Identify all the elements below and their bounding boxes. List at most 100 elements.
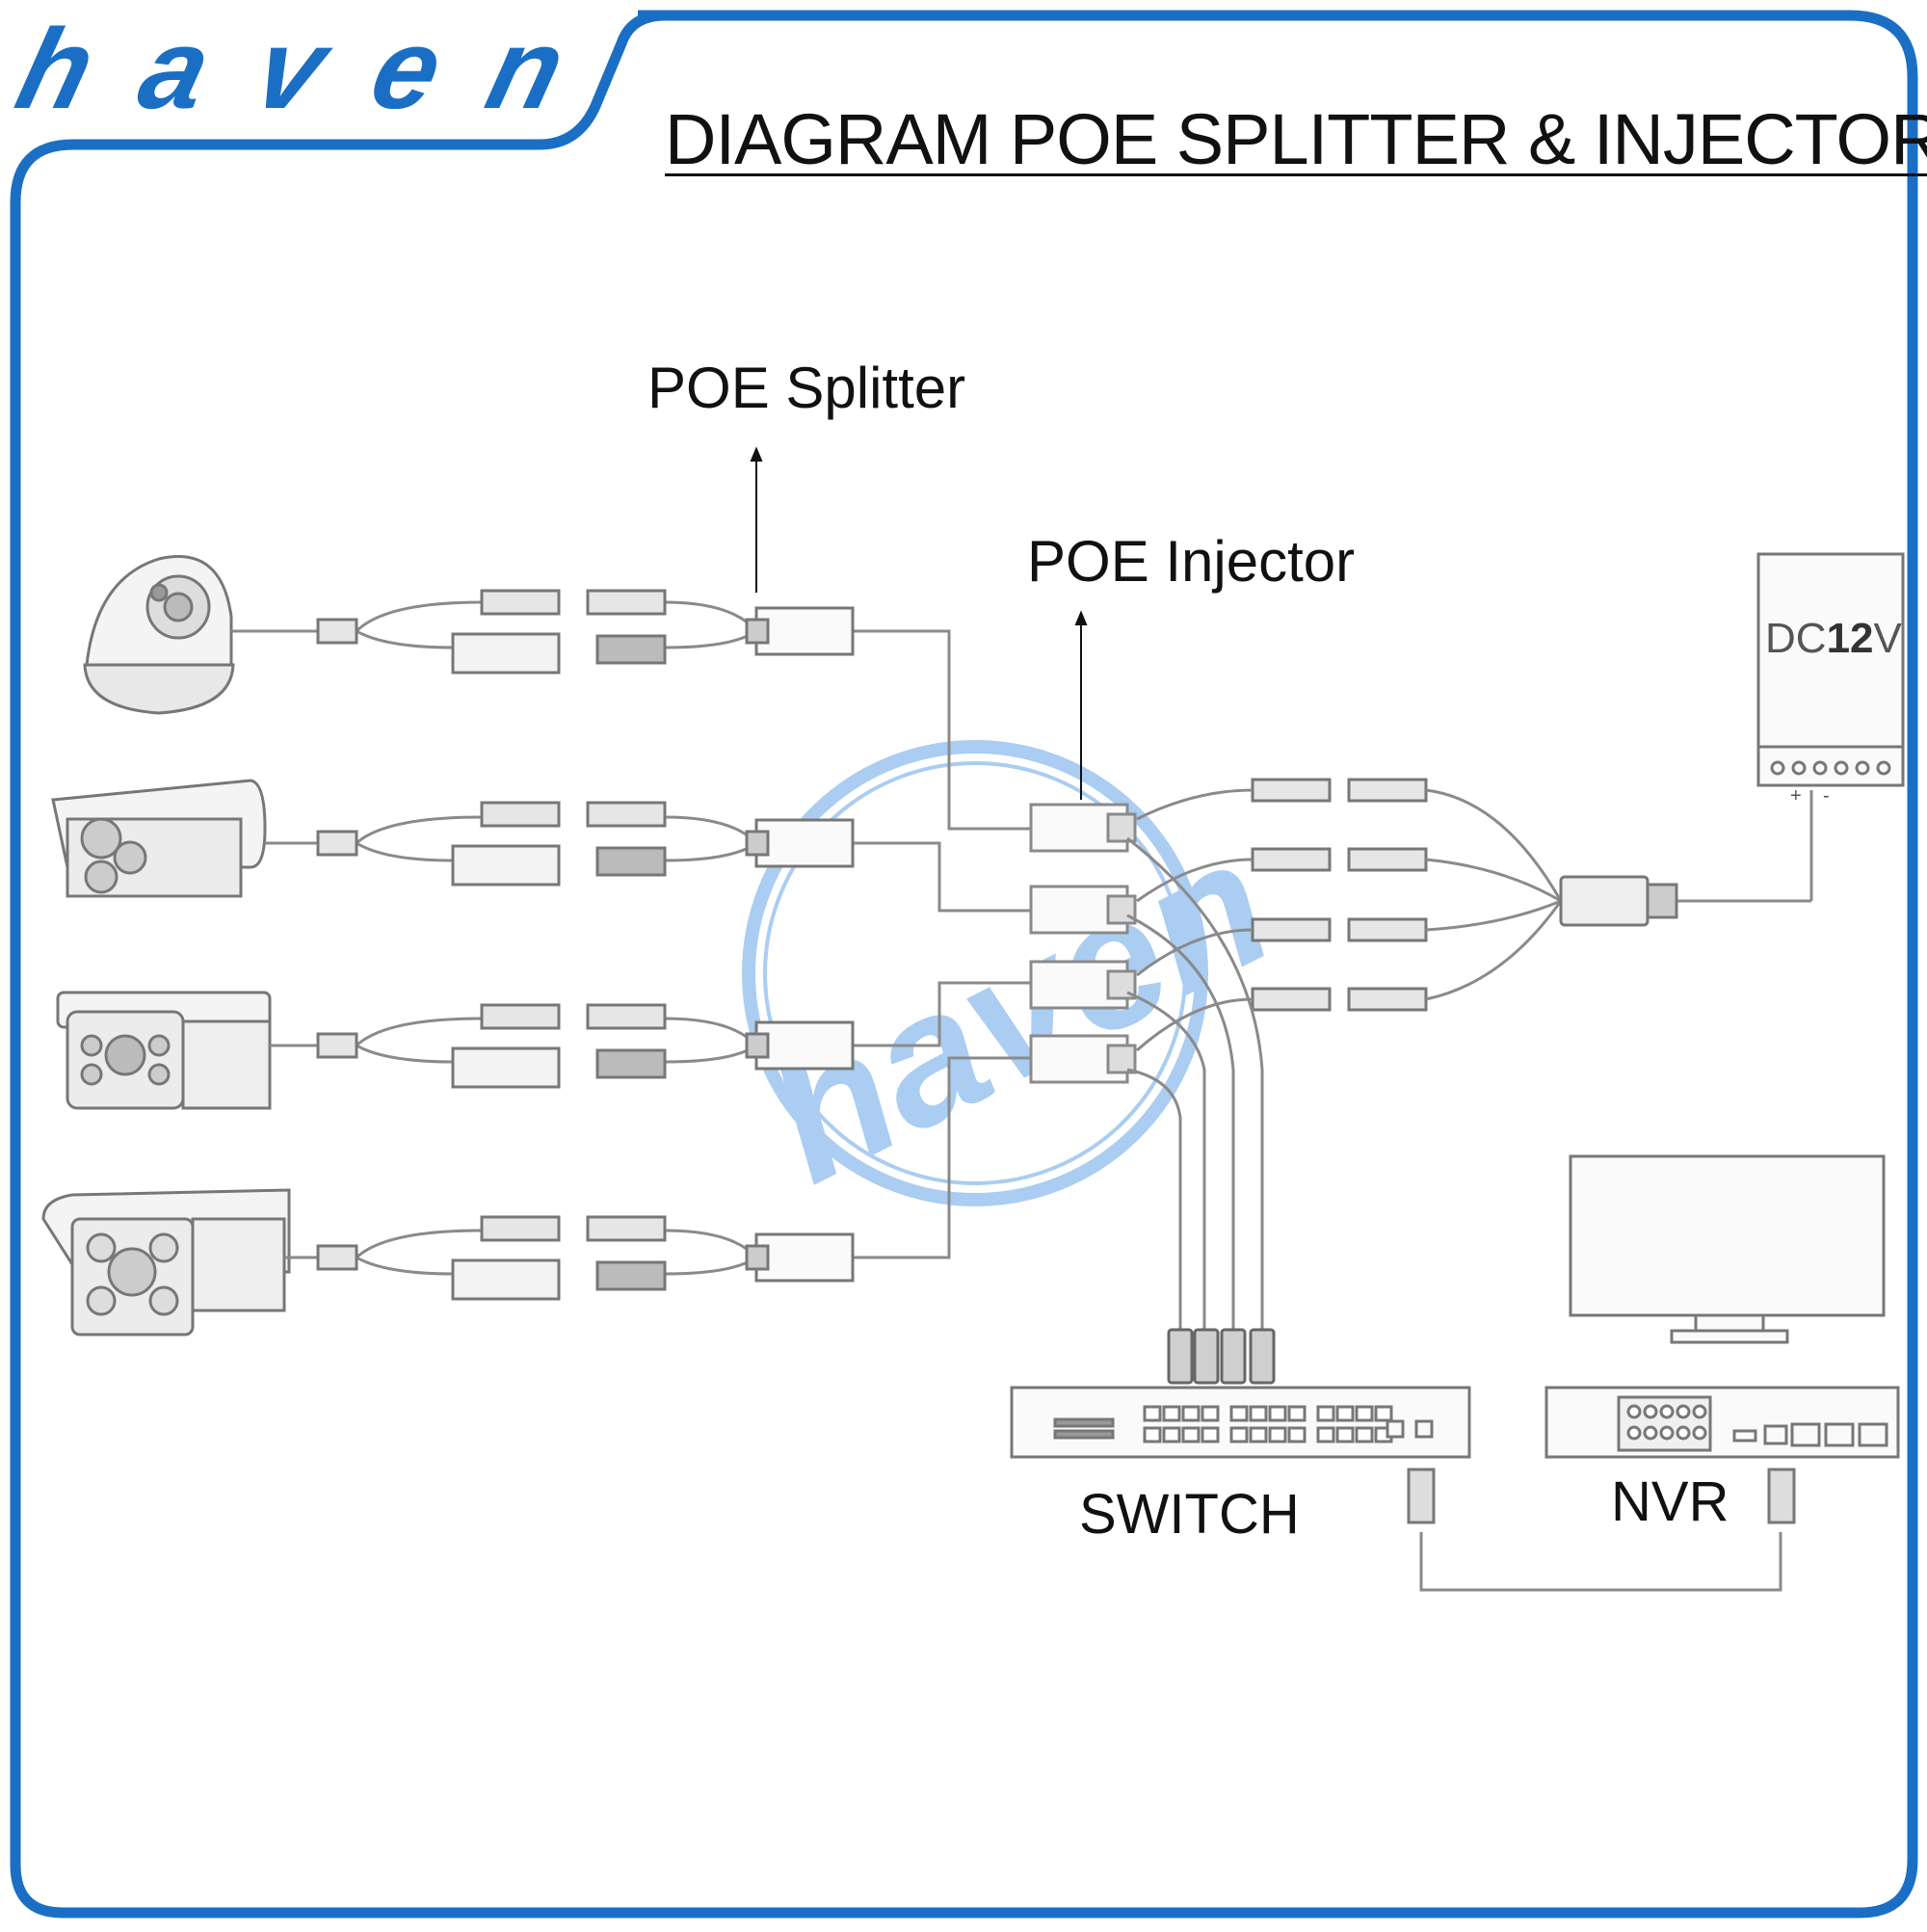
power-unit: V	[1873, 615, 1902, 662]
poe-splitter-label: POE Splitter	[647, 356, 966, 420]
dc-male-plug	[586, 1003, 667, 1030]
nvr-device	[1544, 1386, 1900, 1524]
switch-port	[1249, 1426, 1268, 1443]
haven-logo: haven	[6, 7, 577, 133]
rj45-male-plug	[595, 1260, 667, 1291]
power-minus-label: -	[1823, 785, 1830, 807]
camera-pigtail-plug	[316, 1244, 358, 1271]
poe-splitter-box	[754, 1020, 855, 1071]
dc-jack	[1251, 917, 1332, 942]
dc-jack	[1251, 778, 1332, 803]
poe-splitter-port	[745, 618, 770, 645]
poe-injector-label: POE Injector	[1027, 529, 1356, 594]
nvr-port	[1692, 1404, 1707, 1419]
camera-pigtail-plug	[316, 1032, 358, 1059]
poe-splitter-port	[745, 830, 770, 857]
dc-female-jack	[480, 1215, 561, 1242]
power-pigtail-2	[1251, 847, 1428, 872]
switch-port	[1374, 1405, 1393, 1422]
switch-port	[1335, 1426, 1355, 1443]
switch-port	[1181, 1405, 1201, 1422]
nvr-port	[1626, 1425, 1642, 1441]
switch-port	[1287, 1405, 1307, 1422]
connector-layer	[316, 589, 1428, 1301]
switch-port	[1162, 1405, 1181, 1422]
switch-port	[1229, 1426, 1249, 1443]
connector-row-4	[316, 1215, 855, 1301]
switch-port	[1162, 1426, 1181, 1443]
dc-plug	[1347, 847, 1428, 872]
switch-port	[1201, 1405, 1220, 1422]
connector-row-3	[316, 1003, 855, 1089]
power-supply-label: DC12V	[1765, 615, 1902, 663]
switch-port	[1229, 1405, 1249, 1422]
switch-port	[1335, 1405, 1355, 1422]
dome-camera	[83, 555, 235, 715]
switch-port	[1143, 1426, 1162, 1443]
poe-splitter-port	[745, 1032, 770, 1059]
housing-camera	[41, 1188, 291, 1337]
nvr-label: NVR	[1611, 1470, 1729, 1533]
rj45-female-jack	[451, 1258, 561, 1301]
switch-rj45-heads	[1167, 1328, 1276, 1385]
rj45-female-jack	[451, 632, 561, 675]
bullet-camera	[51, 779, 267, 898]
rj45-female-jack	[451, 1046, 561, 1089]
power-pigtail-1	[1251, 778, 1428, 803]
rj45-male-plug	[595, 846, 667, 877]
label-pointers	[750, 446, 1088, 800]
poe-splitter-box	[754, 606, 855, 656]
switch-port	[1249, 1405, 1268, 1422]
nvr-port	[1692, 1425, 1707, 1441]
switch-label: SWITCH	[1079, 1483, 1300, 1546]
power-value: 12	[1826, 615, 1874, 662]
nvr-port	[1643, 1404, 1658, 1419]
dc-male-plug	[586, 801, 667, 828]
blue-frame	[10, 10, 1918, 1919]
dc-female-jack	[480, 801, 561, 828]
power-pigtail-3	[1251, 917, 1428, 942]
switch-port	[1287, 1426, 1307, 1443]
dc-plug	[1347, 778, 1428, 803]
dc-plug	[1347, 917, 1428, 942]
dc-plug	[1347, 987, 1428, 1012]
page-title: DIAGRAM POE SPLITTER & INJECTOR	[665, 99, 1927, 179]
monitor	[1569, 1154, 1886, 1344]
power-lines	[1126, 788, 1813, 1592]
power-plus-label: +	[1790, 785, 1802, 807]
connector-row-1	[316, 589, 855, 675]
nvr-port	[1643, 1425, 1658, 1441]
nvr-port	[1676, 1404, 1691, 1419]
svg-text:haven: haven	[6, 7, 577, 133]
switch-port	[1143, 1405, 1162, 1422]
switch-port	[1268, 1405, 1287, 1422]
power-supply	[1756, 552, 1905, 787]
camera-pigtail-plug	[316, 830, 358, 857]
nvr-port	[1659, 1425, 1675, 1441]
switch-port	[1181, 1426, 1201, 1443]
power-pigtail-4	[1251, 987, 1428, 1012]
poe-splitter-box	[754, 818, 855, 868]
switch-port	[1316, 1405, 1335, 1422]
network-switch	[1010, 1386, 1471, 1524]
poe-splitter-box	[754, 1232, 855, 1283]
switch-port	[1201, 1426, 1220, 1443]
nvr-port	[1626, 1404, 1642, 1419]
rj45-male-plug	[595, 634, 667, 665]
switch-port	[1268, 1426, 1287, 1443]
dc-jack	[1251, 987, 1332, 1012]
rj45-female-jack	[451, 844, 561, 887]
camera-pigtail-plug	[316, 618, 358, 645]
switch-port	[1316, 1426, 1335, 1443]
dc-male-plug	[586, 589, 667, 616]
connector-row-2	[316, 801, 855, 887]
poe-splitter-port	[745, 1244, 770, 1271]
switch-port	[1355, 1426, 1374, 1443]
dc-female-jack	[480, 1003, 561, 1030]
switch-port	[1355, 1405, 1374, 1422]
rj45-male-plug	[595, 1048, 667, 1079]
dc-jack	[1251, 847, 1332, 872]
nvr-port	[1676, 1425, 1691, 1441]
